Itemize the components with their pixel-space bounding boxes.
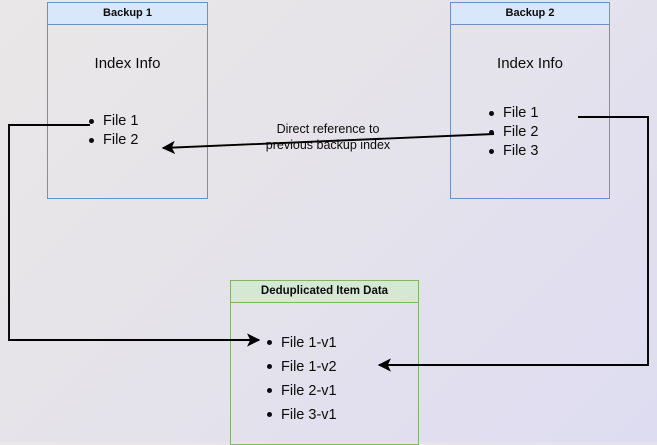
list-item: File 1 (88, 112, 138, 131)
list-item: File 2 (488, 123, 538, 142)
backup1-index-info-label: Index Info (94, 55, 161, 72)
backup2-body: Index Info (451, 25, 609, 198)
dedup-file-list: File 1-v1 File 1-v2 File 2-v1 File 3-v1 (266, 331, 337, 427)
list-item: File 1-v2 (266, 355, 337, 379)
list-item: File 3 (488, 142, 538, 161)
backup2-index-info-label: Index Info (497, 55, 563, 72)
list-item: File 3-v1 (266, 403, 337, 427)
list-item: File 2 (88, 131, 138, 150)
dedup-title: Deduplicated Item Data (231, 281, 418, 303)
backup1-file-list: File 1 File 2 (88, 112, 138, 150)
list-item: File 2-v1 (266, 379, 337, 403)
backup1-title: Backup 1 (48, 3, 207, 25)
backup2-title: Backup 2 (451, 3, 609, 25)
backup1-body: Index Info (48, 25, 207, 198)
backup2-box[interactable]: Backup 2 Index Info (450, 2, 610, 199)
backup2-file-list: File 1 File 2 File 3 (488, 104, 538, 161)
caption-line-2: previous backup index (265, 138, 391, 152)
caption-line-1: Direct reference to (276, 122, 380, 136)
direct-reference-caption: Direct reference to previous backup inde… (248, 121, 408, 153)
backup1-box[interactable]: Backup 1 Index Info (47, 2, 208, 199)
list-item: File 1-v1 (266, 331, 337, 355)
list-item: File 1 (488, 104, 538, 123)
